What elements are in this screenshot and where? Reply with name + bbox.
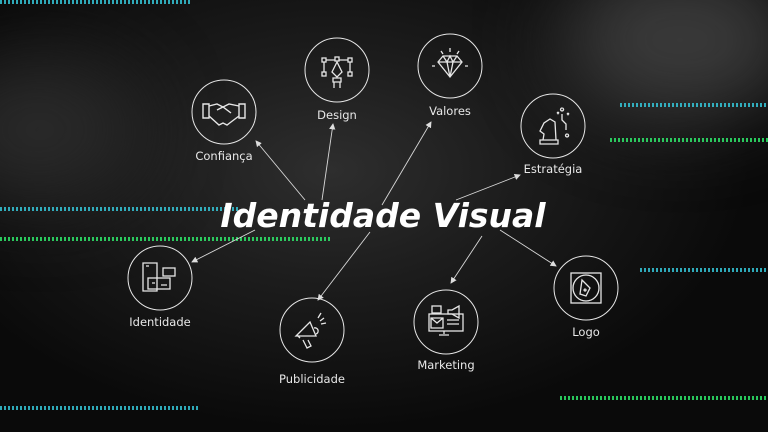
node-logo xyxy=(553,255,619,321)
arrow-valores xyxy=(381,121,432,206)
business-cards-icon xyxy=(142,262,176,292)
node-label-publicidade: Publicidade xyxy=(279,372,345,386)
node-circle xyxy=(417,33,483,99)
node-circle xyxy=(127,245,193,311)
arrow-confianca xyxy=(255,140,306,201)
glitch-stripe xyxy=(560,396,768,400)
arrow-marketing xyxy=(450,235,483,284)
handshake-icon xyxy=(202,103,246,126)
glitch-stripe xyxy=(640,268,768,272)
node-valores xyxy=(417,33,483,99)
node-label-logo: Logo xyxy=(572,325,600,339)
node-label-marketing: Marketing xyxy=(417,358,474,372)
pen-tool-icon xyxy=(321,56,353,88)
glitch-stripe xyxy=(620,103,768,107)
arrow-identidade xyxy=(191,229,256,263)
node-circle xyxy=(553,255,619,321)
megaphone-icon xyxy=(294,312,327,349)
arrow-publicidade xyxy=(317,231,371,301)
glitch-stripe xyxy=(610,138,768,142)
node-circle xyxy=(279,297,345,363)
node-label-design: Design xyxy=(317,108,357,122)
node-circle xyxy=(520,93,586,159)
chess-knight-icon xyxy=(539,107,570,145)
node-label-estrategia: Estratégia xyxy=(524,162,583,176)
glitch-stripe xyxy=(0,237,330,241)
node-label-confianca: Confiança xyxy=(195,149,252,163)
arrow-design xyxy=(321,123,336,201)
node-label-identidade: Identidade xyxy=(129,315,190,329)
glitch-stripe xyxy=(0,406,200,410)
arrow-estrategia xyxy=(455,174,521,201)
diamond-icon xyxy=(432,48,468,79)
main-title: Identidade Visual xyxy=(220,196,546,235)
monitor-marketing-icon xyxy=(428,304,464,336)
node-design xyxy=(304,37,370,103)
glitch-stripe xyxy=(0,207,240,211)
node-circle xyxy=(304,37,370,103)
node-estrategia xyxy=(520,93,586,159)
node-circle xyxy=(191,79,257,145)
node-identidade xyxy=(127,245,193,311)
arrows xyxy=(191,121,557,301)
arrow-logo xyxy=(499,229,557,267)
glitch-stripe xyxy=(0,0,190,4)
logo-vector-icon xyxy=(570,272,602,304)
node-label-valores: Valores xyxy=(429,104,471,118)
node-confianca xyxy=(191,79,257,145)
node-publicidade xyxy=(279,297,345,363)
node-marketing xyxy=(413,289,479,355)
node-circle xyxy=(413,289,479,355)
